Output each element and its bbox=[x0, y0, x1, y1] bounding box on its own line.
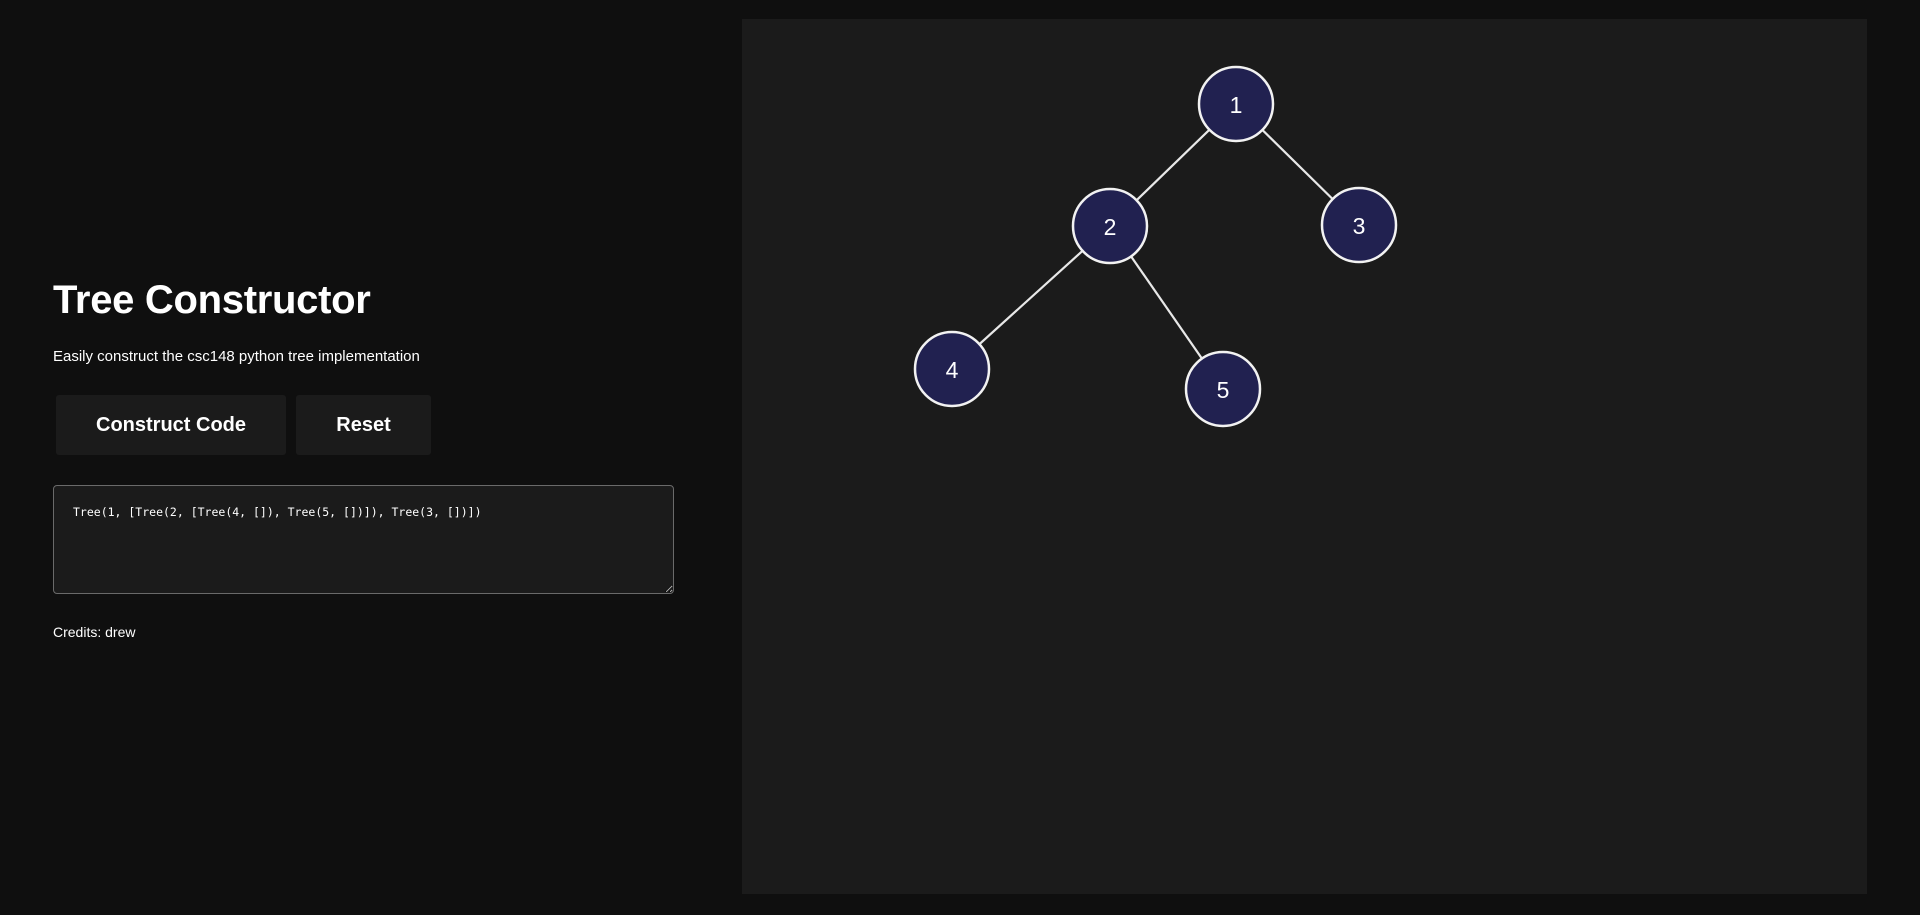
tree-node-5[interactable]: 5 bbox=[1184, 350, 1262, 428]
page-subtitle: Easily construct the csc148 python tree … bbox=[53, 348, 420, 365]
construct-code-button[interactable]: Construct Code bbox=[56, 395, 286, 455]
tree-node-circle[interactable] bbox=[1184, 350, 1262, 428]
tree-node-1[interactable]: 1 bbox=[1197, 65, 1275, 143]
tree-node-3[interactable]: 3 bbox=[1320, 186, 1398, 264]
tree-node-circle[interactable] bbox=[913, 330, 991, 408]
page-title: Tree Constructor bbox=[53, 278, 371, 322]
credits-text: Credits: drew bbox=[53, 624, 136, 640]
tree-node-circle[interactable] bbox=[1320, 186, 1398, 264]
sidebar: Tree Constructor Easily construct the cs… bbox=[53, 0, 675, 915]
tree-node-2[interactable]: 2 bbox=[1071, 187, 1149, 265]
code-output-textarea[interactable]: Tree(1, [Tree(2, [Tree(4, []), Tree(5, [… bbox=[53, 485, 674, 594]
tree-graph: 12 3 4 5 bbox=[913, 65, 1398, 428]
reset-button[interactable]: Reset bbox=[296, 395, 431, 455]
tree-node-circle[interactable] bbox=[1197, 65, 1275, 143]
tree-node-4[interactable]: 4 bbox=[913, 330, 991, 408]
tree-node-circle[interactable] bbox=[1071, 187, 1149, 265]
